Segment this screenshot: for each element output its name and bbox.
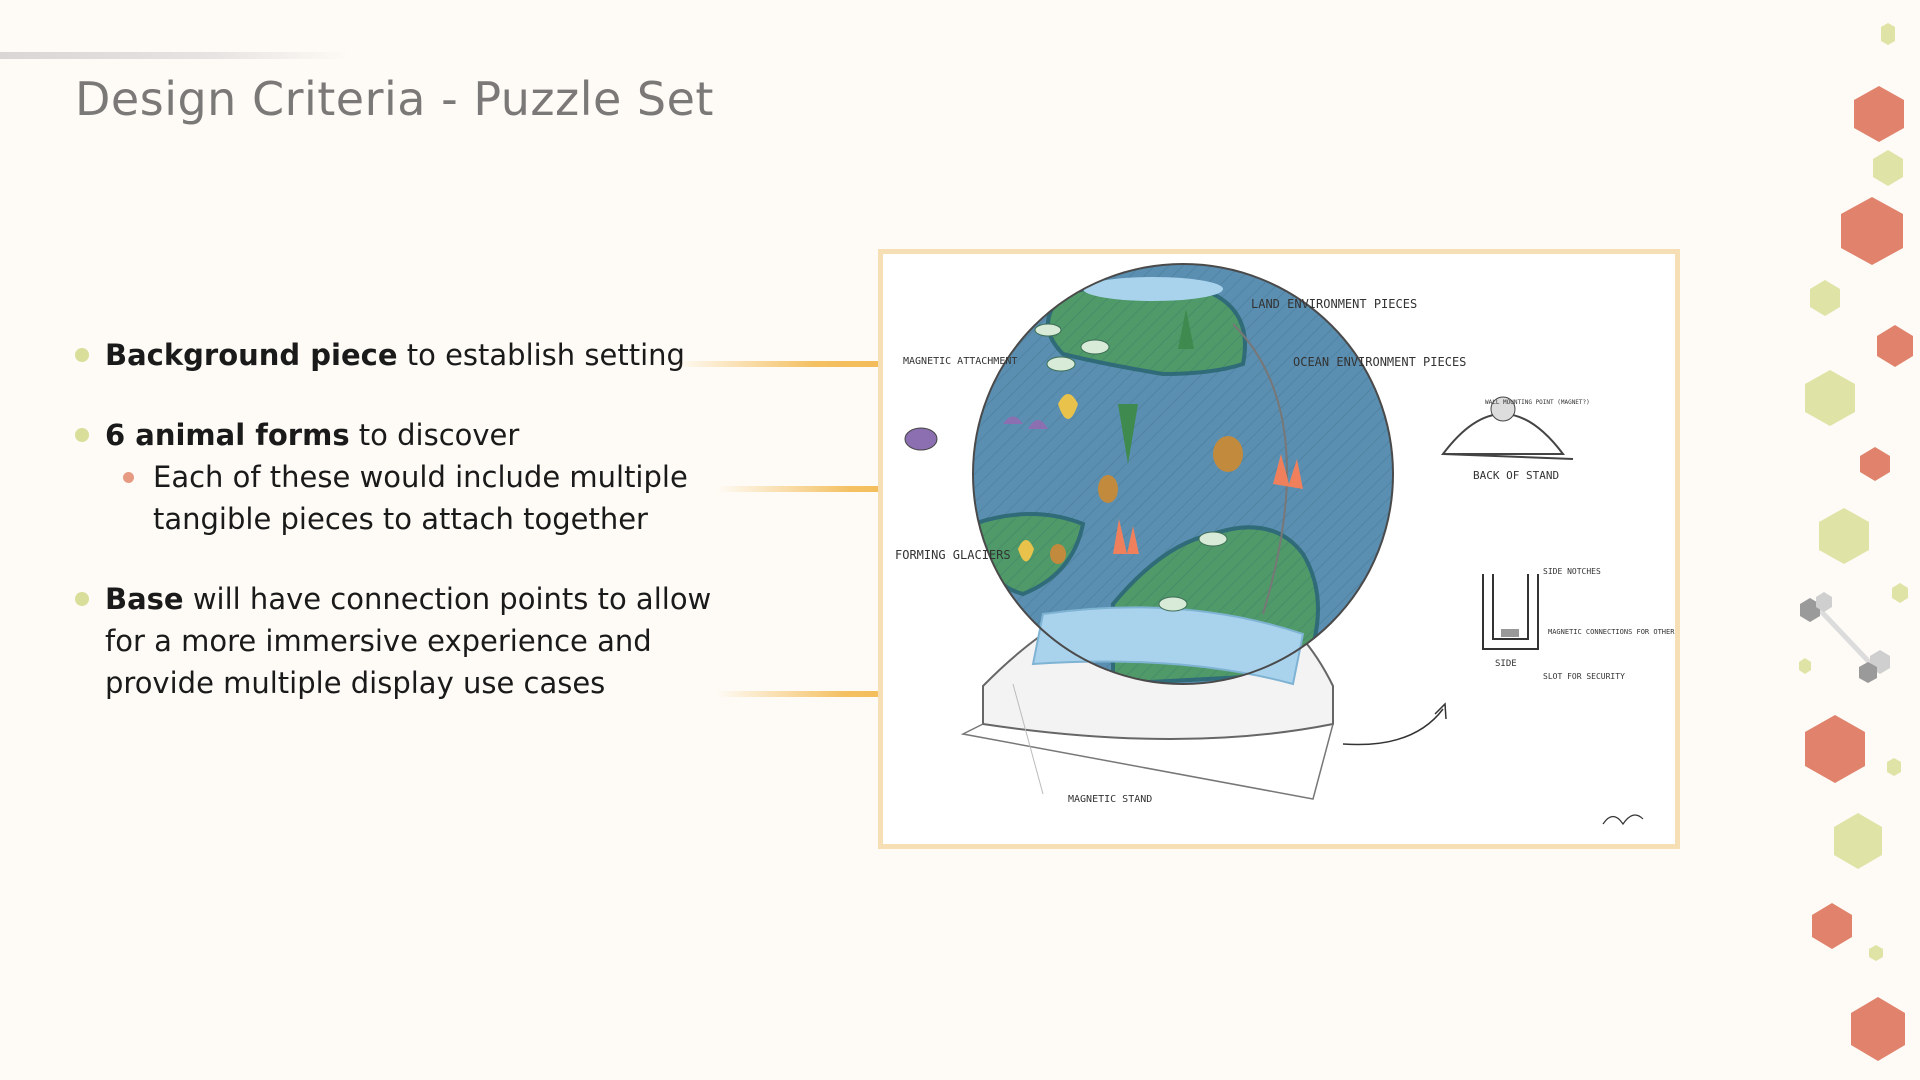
sketch-image-frame: LAND ENVIRONMENT PIECES OCEAN ENVIRONMEN…	[878, 249, 1680, 849]
label-forming-glaciers: FORMING GLACIERS	[895, 548, 1011, 562]
deco-hexagon	[1841, 197, 1903, 265]
deco-hexagon	[1859, 662, 1877, 683]
deco-hexagon	[1834, 813, 1882, 869]
deco-hexagon	[1869, 945, 1883, 961]
puzzle-set-sketch: LAND ENVIRONMENT PIECES OCEAN ENVIRONMEN…	[895, 263, 1675, 826]
label-wall-mounting: WALL MOUNTING POINT (MAGNET?)	[1485, 399, 1590, 406]
label-magnetic-attachment: MAGNETIC ATTACHMENT	[903, 356, 1017, 367]
label-slot-security: SLOT FOR SECURITY	[1543, 672, 1625, 681]
deco-connector-line	[1816, 606, 1874, 667]
deco-hexagon	[1816, 592, 1832, 612]
deco-hexagon	[1860, 447, 1890, 481]
deco-hexagon	[1805, 715, 1865, 783]
bullet-dot	[75, 592, 89, 606]
bullet-text: to establish setting	[397, 338, 685, 372]
deco-hexagon	[1805, 370, 1855, 426]
deco-hexagon	[1854, 86, 1904, 142]
deco-hexagon	[1892, 583, 1908, 603]
deco-hexagon	[1819, 508, 1869, 564]
deco-hexagon	[1873, 150, 1903, 186]
sub-bullet-text: Each of these would include multiple tan…	[153, 460, 688, 536]
bullet-dot	[75, 348, 89, 362]
deco-hexagon	[1887, 758, 1901, 776]
label-magnetic-connections: MAGNETIC CONNECTIONS FOR OTHER SETS	[1548, 628, 1675, 636]
slide-title: Design Criteria - Puzzle Set	[75, 72, 714, 126]
label-back-of-stand: BACK OF STAND	[1473, 469, 1559, 482]
deco-hexagon	[1810, 280, 1840, 316]
decorative-hexagons	[1799, 23, 1913, 1061]
bullet-bold: Background piece	[105, 338, 398, 372]
bullet-base: Base will have connection points to allo…	[75, 578, 715, 704]
bullet-text: will have connection points to allow for…	[105, 582, 712, 700]
bullet-bold: 6 animal forms	[105, 418, 350, 452]
top-accent-rule	[0, 52, 350, 59]
deco-hexagon	[1800, 598, 1820, 622]
deco-hexagon	[1851, 997, 1905, 1061]
deco-hexagon	[1877, 325, 1913, 367]
bullet-animal-forms: 6 animal forms to discover	[75, 414, 715, 456]
bullet-background-piece: Background piece to establish setting	[75, 334, 715, 376]
sub-bullet-pieces: Each of these would include multiple tan…	[75, 456, 715, 540]
label-magnetic-stand: MAGNETIC STAND	[1068, 794, 1152, 805]
bullet-bold: Base	[105, 582, 184, 616]
bullet-list: Background piece to establish setting 6 …	[75, 334, 715, 704]
deco-hexagon	[1799, 658, 1811, 674]
sub-bullet-dot	[123, 472, 134, 483]
label-side-notches: SIDE NOTCHES	[1543, 567, 1601, 576]
label-ocean-environment: OCEAN ENVIRONMENT PIECES	[1293, 355, 1466, 369]
label-side: SIDE	[1495, 659, 1517, 669]
label-land-environment: LAND ENVIRONMENT PIECES	[1251, 297, 1417, 311]
bullet-dot	[75, 428, 89, 442]
connector-line-background	[676, 361, 1074, 367]
bullet-text: to discover	[349, 418, 520, 452]
deco-hexagon	[1812, 903, 1852, 949]
deco-hexagon	[1881, 23, 1895, 45]
